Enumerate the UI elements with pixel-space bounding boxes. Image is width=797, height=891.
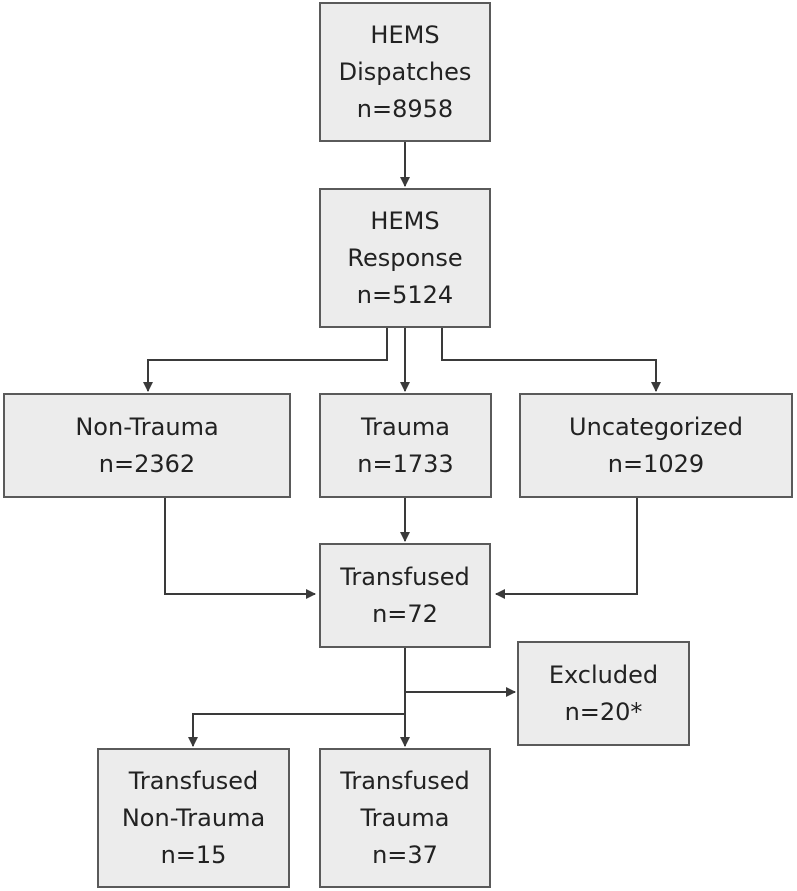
node-hems-response-line1: HEMS — [370, 206, 440, 235]
arrow-uncategorized-to-transfused — [495, 497, 638, 599]
node-uncategorized-count: n=1029 — [607, 449, 705, 478]
arrow-transfused-to-transfused-non-trauma — [188, 713, 405, 747]
node-transfused-non-trauma-line1: Transfused — [128, 766, 259, 795]
node-hems-dispatches-line1: HEMS — [370, 20, 440, 49]
node-hems-dispatches-count: n=8958 — [356, 94, 454, 123]
node-uncategorized: Uncategorized n=1029 — [519, 393, 793, 498]
node-hems-response-count: n=5124 — [356, 280, 454, 309]
node-transfused-trauma-line2: Trauma — [360, 803, 450, 832]
node-transfused-non-trauma: Transfused Non-Trauma n=15 — [97, 748, 290, 888]
node-non-trauma: Non-Trauma n=2362 — [3, 393, 291, 498]
node-excluded-count: n=20* — [564, 697, 643, 726]
node-transfused-trauma-count: n=37 — [372, 840, 438, 869]
node-transfused-non-trauma-line2: Non-Trauma — [121, 803, 266, 832]
node-non-trauma-count: n=2362 — [98, 449, 196, 478]
node-hems-response: HEMS Response n=5124 — [319, 188, 491, 328]
node-transfused: Transfused n=72 — [319, 543, 491, 648]
node-uncategorized-label: Uncategorized — [569, 412, 743, 441]
node-excluded-label: Excluded — [548, 660, 659, 689]
node-transfused-trauma: Transfused Trauma n=37 — [319, 748, 491, 888]
node-non-trauma-label: Non-Trauma — [75, 412, 219, 441]
node-hems-response-line2: Response — [347, 243, 463, 272]
node-transfused-non-trauma-count: n=15 — [160, 840, 227, 869]
node-hems-dispatches: HEMS Dispatches n=8958 — [319, 2, 491, 142]
node-trauma-label: Trauma — [360, 412, 450, 441]
node-hems-dispatches-line2: Dispatches — [338, 57, 472, 86]
arrow-non-trauma-to-transfused — [164, 497, 316, 599]
node-excluded: Excluded n=20* — [517, 641, 690, 746]
arrow-response-to-uncategorized — [441, 327, 661, 392]
arrow-response-to-non-trauma — [143, 327, 388, 392]
node-trauma: Trauma n=1733 — [319, 393, 492, 498]
node-transfused-label: Transfused — [340, 562, 470, 591]
node-transfused-trauma-line1: Transfused — [340, 766, 470, 795]
node-transfused-count: n=72 — [372, 599, 438, 628]
node-trauma-count: n=1733 — [357, 449, 454, 478]
